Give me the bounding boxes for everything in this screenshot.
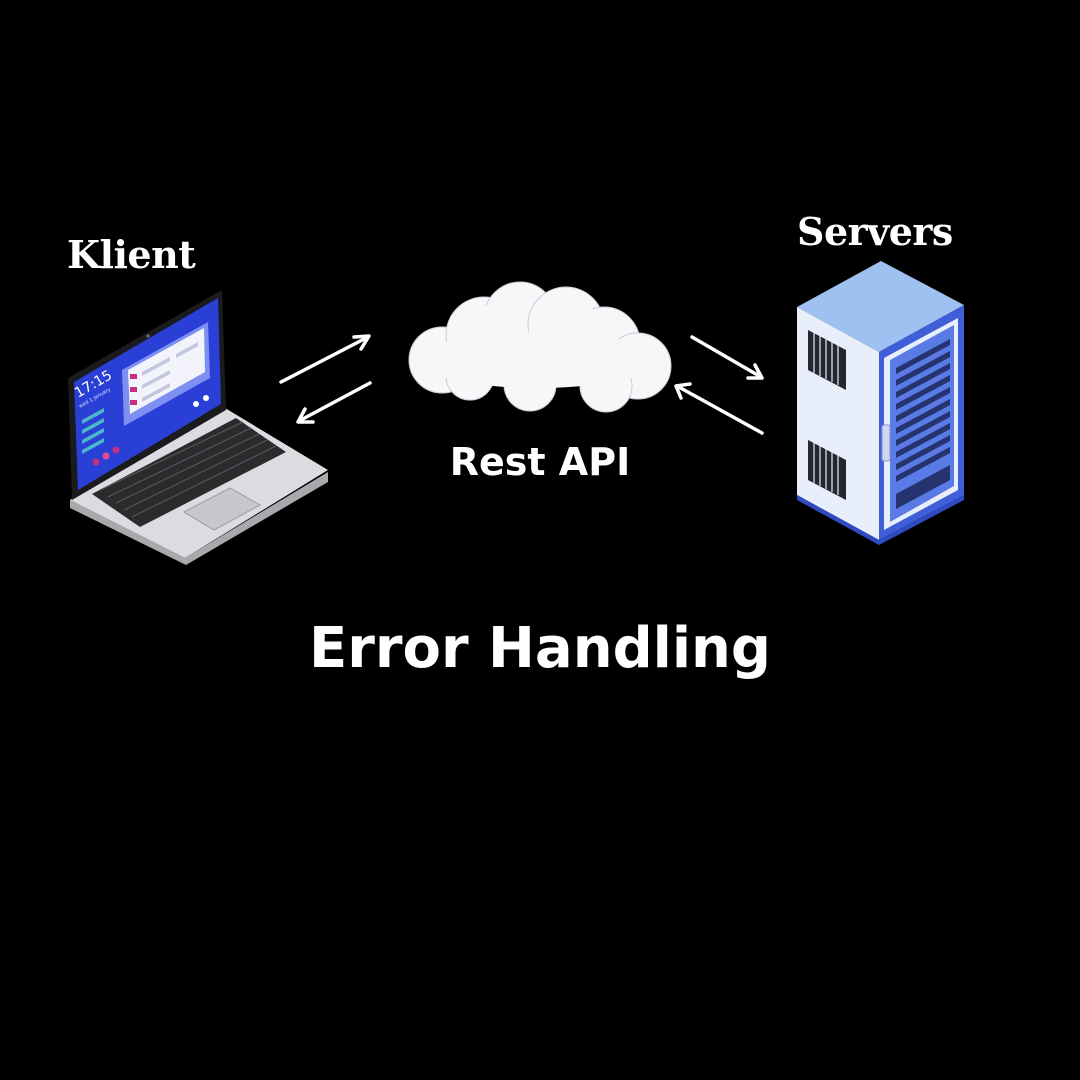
api-label: Rest API	[449, 440, 631, 484]
page-title: Error Handling	[308, 616, 772, 681]
arrow-icon	[690, 335, 764, 380]
servers-label: Servers	[797, 209, 953, 254]
arrow-icon	[279, 334, 371, 384]
arrow-icon	[674, 382, 764, 435]
server-rack-icon	[797, 261, 964, 545]
laptop-icon: 17:15 wed 1 january	[68, 290, 328, 565]
client-label: Klient	[67, 232, 196, 277]
arrow-icon	[296, 381, 372, 424]
